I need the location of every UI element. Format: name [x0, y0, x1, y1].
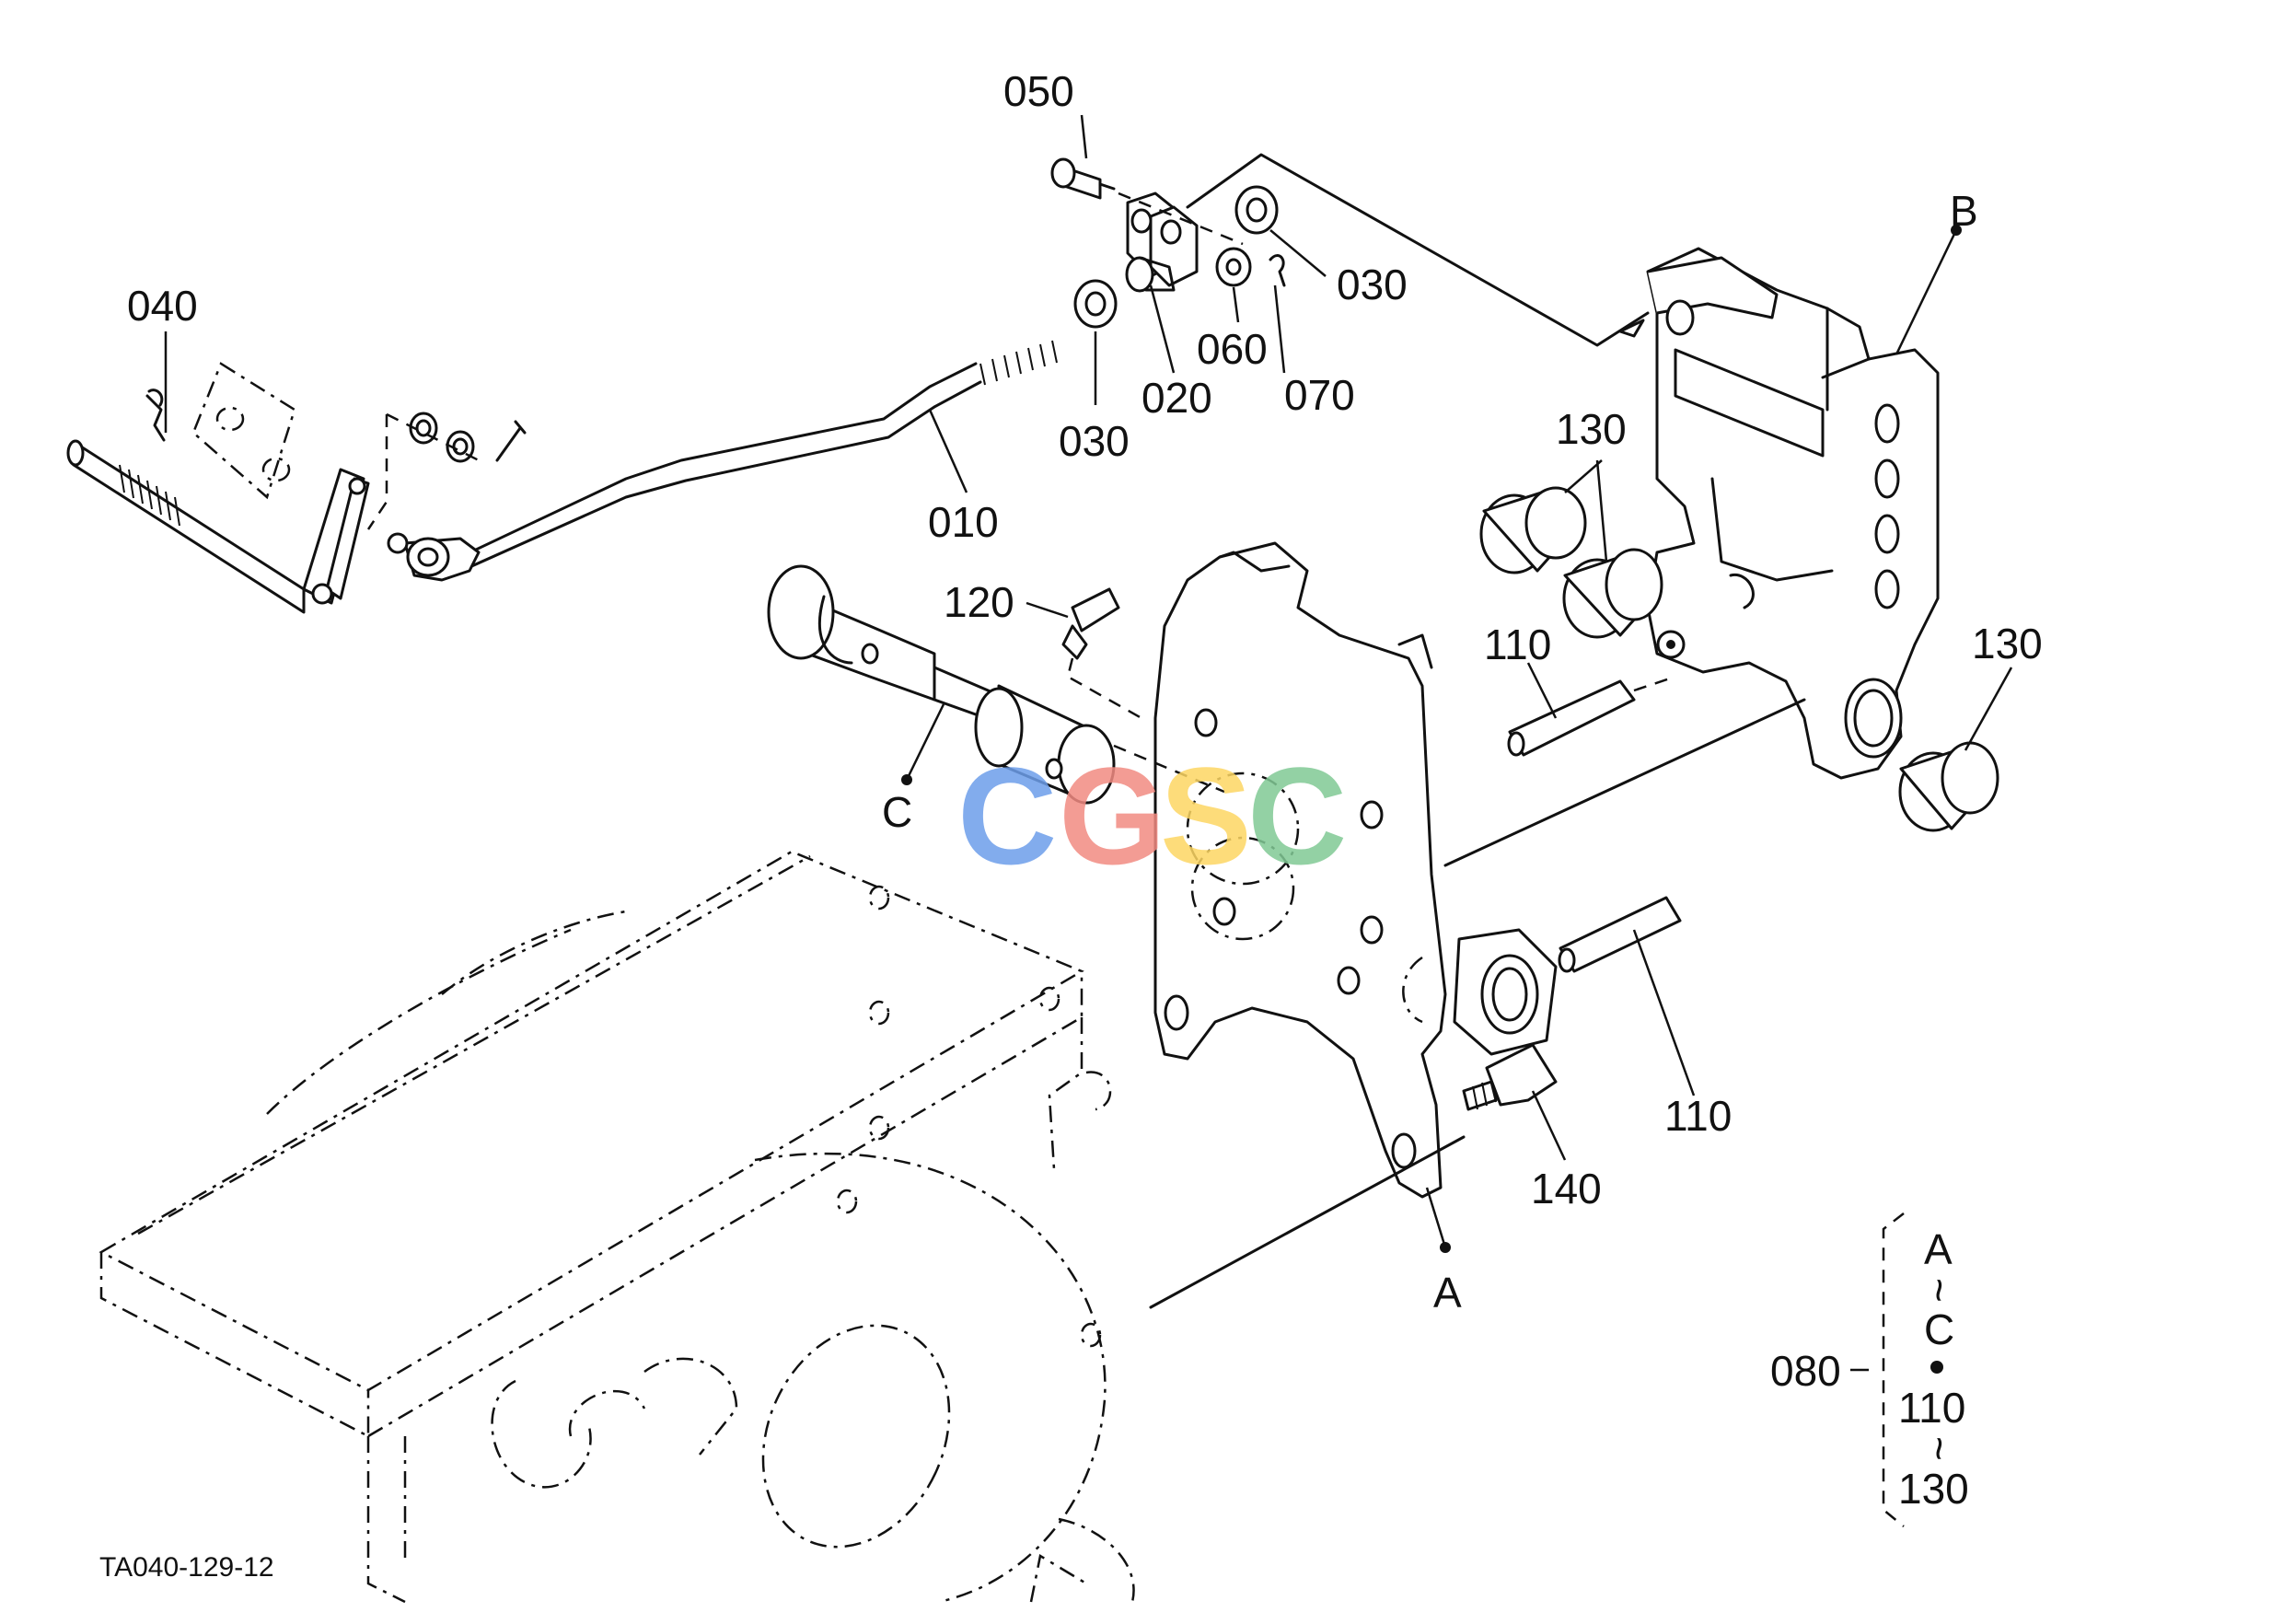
callout-040: 040: [127, 282, 198, 330]
mounting-plate-a: [1153, 541, 1447, 1199]
marker-c: C: [882, 788, 912, 836]
control-rod-assembly: [66, 340, 1058, 614]
marker-b: B: [1950, 187, 1978, 235]
plate-boss: [1453, 928, 1558, 1111]
callout-010: 010: [928, 498, 999, 546]
group-line1: A: [1924, 1225, 1953, 1273]
reference-markers: A B C: [882, 187, 1978, 1317]
group-tilde2: ~: [1916, 1436, 1964, 1461]
callout-030-lower: 030: [1059, 417, 1130, 465]
bushings: [1479, 486, 1999, 832]
callout-120: 120: [944, 578, 1014, 626]
callout-080: 080: [1770, 1347, 1841, 1395]
group-bracket: A ~ C 110 ~ 130: [1882, 1212, 1969, 1527]
group-line2: C: [1924, 1305, 1954, 1353]
watermark-letter-c1: C: [957, 738, 1057, 893]
callout-070: 070: [1284, 371, 1355, 419]
callout-020: 020: [1142, 374, 1212, 422]
watermark: C G S C: [957, 738, 1347, 893]
callout-060: 060: [1197, 325, 1268, 373]
watermark-letter-g: G: [1059, 738, 1166, 893]
marker-c-dot: [901, 774, 912, 785]
group-line4: 130: [1898, 1465, 1969, 1513]
watermark-letter-c2: C: [1247, 738, 1347, 893]
callouts: 050 040 030 060 020 070 030 010 130 120 …: [127, 67, 2043, 1395]
callout-110-lower: 110: [1664, 1092, 1732, 1140]
callout-140: 140: [1531, 1165, 1602, 1212]
group-separator-dot: [1930, 1361, 1943, 1374]
grease-nipple: [1061, 587, 1142, 720]
group-line3: 110: [1898, 1384, 1965, 1432]
bracket-b: [1646, 247, 1940, 780]
callout-130-upper: 130: [1556, 405, 1627, 453]
callout-130-right: 130: [1972, 620, 2043, 667]
group-tilde1: ~: [1916, 1278, 1964, 1303]
pivot-shaft-c: [767, 564, 1225, 805]
transmission-housing: [99, 850, 1135, 1604]
leader-lines: [164, 114, 2013, 1372]
callout-050: 050: [1003, 67, 1074, 115]
drawing-code: TA040-129-12: [99, 1552, 274, 1583]
callout-110-upper: 110: [1484, 621, 1551, 668]
callout-030-upper: 030: [1337, 261, 1408, 308]
marker-a: A: [1433, 1269, 1462, 1317]
clevis-pin-group: [1050, 153, 1650, 347]
watermark-letter-s: S: [1160, 738, 1252, 893]
pins-110: [1149, 675, 1806, 1309]
